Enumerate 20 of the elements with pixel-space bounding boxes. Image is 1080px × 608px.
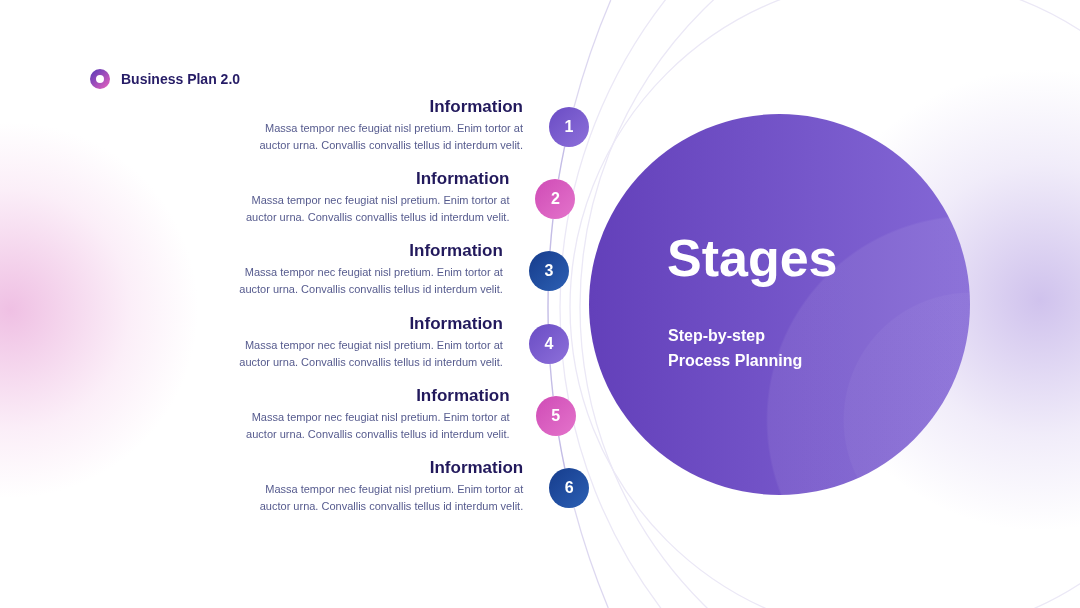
step-heading: Information — [416, 386, 510, 406]
step-description: Massa tempor nec feugiat nisl pretium. Enim tortor at auctor urna. Convallis convallis tellus id interdum velit. — [244, 193, 510, 225]
step-description: Massa tempor nec feugiat nisl pretium. Enim tortor at auctor urna. Convallis convallis tellus id interdum velit. — [238, 265, 503, 297]
connector-arc — [557, 145, 566, 180]
connector-arc — [549, 363, 554, 397]
step-description: Massa tempor nec feugiat nisl pretium. Enim tortor at auctor urna. Convallis convallis tellus id interdum velit. — [258, 121, 523, 153]
step-heading: Information — [429, 97, 523, 117]
hub-title: Stages — [667, 228, 838, 288]
hub-subtitle: Step-by-step Process Planning — [668, 326, 804, 371]
connector-arc — [549, 218, 554, 252]
slide-title: Business Plan 2.0 — [121, 70, 241, 89]
step-description: Massa tempor nec feugiat nisl pretium. Enim tortor at auctor urna. Convallis convallis tellus id interdum velit. — [238, 338, 503, 370]
step-heading: Information — [416, 169, 510, 189]
step-heading: Information — [409, 241, 503, 261]
connector-arc — [557, 435, 566, 470]
step-description: Massa tempor nec feugiat nisl pretium. Enim tortor at auctor urna. Convallis convallis tellus id interdum velit. — [245, 410, 510, 442]
step-heading: Information — [429, 458, 524, 478]
step-heading: Information — [409, 314, 503, 334]
connector-arc — [547, 290, 549, 325]
step-description: Massa tempor nec feugiat nisl pretium. Enim tortor at auctor urna. Convallis convallis tellus id interdum velit. — [258, 482, 524, 514]
